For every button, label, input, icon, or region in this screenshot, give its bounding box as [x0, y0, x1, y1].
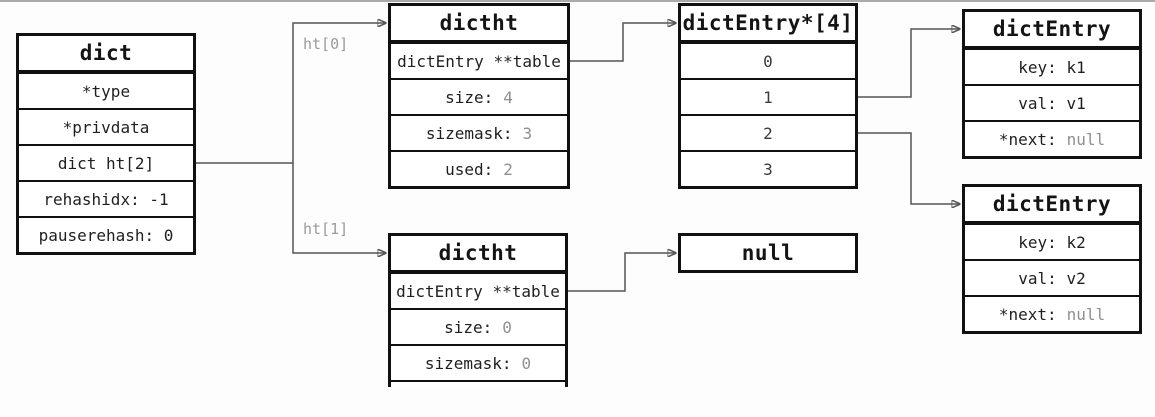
dictht1-row-partial — [391, 380, 565, 387]
field-text: sizemask: — [424, 353, 512, 373]
bucket-row-1: 1 — [681, 78, 855, 114]
field-text: val: v2 — [1018, 268, 1086, 288]
field-text: key: k1 — [1018, 57, 1086, 77]
field-text: size: — [445, 87, 494, 107]
pointer-label-ht1: ht[1] — [303, 220, 349, 238]
bucket-row-2: 2 — [681, 114, 855, 150]
dictentry2-node-title: dictEntry — [965, 187, 1139, 223]
bucket-index: 2 — [763, 123, 773, 143]
dictht1-row-sizemask: sizemask: 0 — [391, 344, 565, 380]
dictht1-clip-region: dictht dictEntry **table size: 0 sizemas… — [388, 233, 568, 387]
dictht0-row-sizemask: sizemask: 3 — [391, 114, 567, 150]
field-text: key: k2 — [1018, 232, 1086, 252]
null-node: null — [678, 233, 858, 273]
dictht1-row-table: dictEntry **table — [391, 272, 565, 308]
dictht0-node: dictht dictEntry **table size: 4 sizemas… — [388, 3, 570, 189]
field-value: 0 — [502, 317, 512, 337]
field-text: rehashidx: -1 — [43, 189, 169, 209]
field-text: sizemask: — [425, 123, 513, 143]
field-value: 0 — [521, 353, 532, 373]
dict-node-title: dict — [19, 36, 193, 72]
field-text: dictEntry **table — [396, 281, 560, 301]
dict-row-pauserehash: pauserehash: 0 — [19, 216, 193, 252]
field-value: null — [1066, 304, 1106, 324]
bucket-row-3: 3 — [681, 150, 855, 186]
entry1-row-key: key: k1 — [965, 48, 1139, 84]
field-text: pauserehash: 0 — [38, 225, 174, 245]
null-node-title: null — [741, 241, 795, 265]
dictht0-row-table: dictEntry **table — [391, 42, 567, 78]
arrow-dict-to-ht1 — [292, 163, 386, 253]
field-text: *privdata — [62, 117, 150, 137]
bucket-index: 0 — [763, 51, 773, 71]
field-text: size: — [444, 317, 493, 337]
arrow-dict-to-ht0 — [196, 23, 386, 164]
entry2-row-val: val: v2 — [965, 259, 1139, 295]
pointer-label-ht0: ht[0] — [303, 35, 349, 53]
dict-node: dict *type *privdata dict ht[2] rehashid… — [16, 33, 196, 255]
dictentry1-node: dictEntry key: k1 val: v1 *next: null — [962, 9, 1142, 159]
arrow-bucket2-to-entry2 — [858, 132, 960, 204]
dictentry2-node: dictEntry key: k2 val: v2 *next: null — [962, 184, 1142, 334]
bucket-array-node: dictEntry*[4] 0 1 2 3 — [678, 3, 858, 189]
dict-row-privdata: *privdata — [19, 108, 193, 144]
field-value: 2 — [503, 159, 513, 179]
bucket-index: 3 — [763, 159, 773, 179]
field-text: used: — [445, 159, 494, 179]
field-text: *type — [81, 81, 131, 101]
field-value: 3 — [522, 123, 533, 143]
field-text: *next: — [998, 129, 1057, 149]
field-text: dict ht[2] — [57, 153, 155, 173]
field-text: val: v1 — [1018, 93, 1086, 113]
bucket-array-node-title: dictEntry*[4] — [681, 6, 855, 42]
arrow-ht0-table-to-bucket-array — [570, 23, 676, 62]
dict-row-rehashidx: rehashidx: -1 — [19, 180, 193, 216]
dictht0-node-title: dictht — [391, 6, 567, 42]
field-value: 4 — [503, 87, 513, 107]
bucket-index: 1 — [763, 87, 773, 107]
bucket-row-0: 0 — [681, 42, 855, 78]
arrow-bucket1-to-entry1 — [858, 29, 960, 98]
dictht0-row-size: size: 4 — [391, 78, 567, 114]
field-text: *next: — [998, 304, 1057, 324]
field-text: dictEntry **table — [397, 51, 561, 71]
dictht0-row-used: used: 2 — [391, 150, 567, 186]
dict-row-ht: dict ht[2] — [19, 144, 193, 180]
entry1-row-val: val: v1 — [965, 84, 1139, 120]
dictht1-node: dictht dictEntry **table size: 0 sizemas… — [388, 233, 568, 387]
field-value: null — [1066, 129, 1106, 149]
entry2-row-key: key: k2 — [965, 223, 1139, 259]
dictht1-row-size: size: 0 — [391, 308, 565, 344]
dictentry1-node-title: dictEntry — [965, 12, 1139, 48]
entry2-row-next: *next: null — [965, 295, 1139, 331]
arrow-ht1-table-to-null — [568, 253, 676, 292]
entry1-row-next: *next: null — [965, 120, 1139, 156]
dictht1-node-title: dictht — [391, 236, 565, 272]
dict-row-type: *type — [19, 72, 193, 108]
